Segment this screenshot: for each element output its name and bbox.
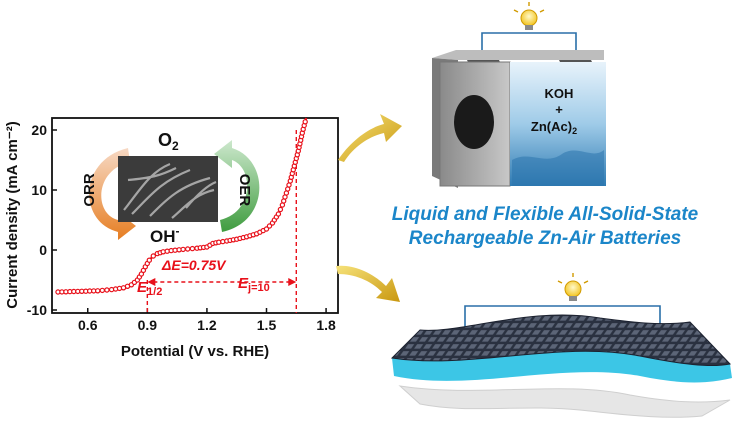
y-tick-label: 0 — [39, 242, 47, 258]
y-axis-title: Current density (mA cm⁻²) — [4, 121, 21, 308]
series-point — [104, 287, 110, 293]
orr-label: ORR — [81, 173, 98, 207]
lightbulb-icon — [520, 9, 538, 27]
flex-lightbulb-rays-icon — [557, 273, 589, 284]
flex-lightbulb-icon — [564, 280, 582, 298]
lsv-chart: 0.6 0.9 1.2 1.5 1.8 -10 0 10 20 Potential (V vs… — [4, 117, 339, 360]
x-tick-label: 0.9 — [138, 317, 158, 333]
oer-label: OER — [236, 174, 253, 207]
cell-electrolyte-line-2: + — [555, 102, 563, 117]
oh-label: OH- — [150, 224, 180, 246]
series-point — [146, 257, 152, 263]
flex-mesh-electrode — [390, 314, 731, 367]
plot-frame — [51, 117, 339, 314]
gold-arrow-upper — [338, 114, 402, 162]
series-point — [150, 253, 156, 259]
headline: Liquid and Flexible All-Solid-State Rech… — [355, 203, 735, 251]
x-axis-ticks: 0.6 0.9 1.2 1.5 1.8 — [78, 308, 336, 333]
y-tick-label: -10 — [27, 302, 47, 318]
delta-e-arrowhead-right — [288, 278, 297, 286]
lightbulb-base-icon — [525, 25, 533, 30]
sem-fiber-texture — [123, 162, 217, 219]
series-point — [94, 288, 101, 294]
y-tick-label: 20 — [31, 122, 47, 138]
liquid-battery-cell: KOH + Zn(Ac)2 — [432, 2, 606, 188]
lightbulb-rays-icon — [513, 2, 545, 13]
e-j10-label: Ej=10 — [238, 275, 270, 294]
headline-line-1: Liquid and Flexible All-Solid-State — [391, 204, 699, 225]
series-point — [99, 287, 106, 294]
oer-curved-arrow — [214, 140, 260, 232]
series-point — [184, 246, 191, 252]
y-axis-ticks: -10 0 10 20 — [27, 122, 57, 318]
series-point — [275, 211, 282, 217]
cell-electrolyte-line-3: Zn(Ac)2 — [531, 119, 577, 136]
air-window-opening — [454, 95, 494, 149]
series-point — [189, 245, 196, 252]
o2-label: O2 — [158, 130, 179, 153]
x-axis-title: Potential (V vs. RHE) — [121, 343, 269, 360]
series-point — [277, 206, 284, 213]
series-point — [263, 226, 270, 232]
delta-e-label: ΔE=0.75V — [161, 257, 227, 273]
series-point — [302, 119, 308, 125]
x-tick-label: 1.8 — [316, 317, 336, 333]
flexible-solid-state-battery — [390, 273, 732, 418]
e-half-label: E1/2 — [137, 279, 162, 298]
series-point — [266, 223, 273, 229]
x-tick-label: 0.6 — [78, 317, 98, 333]
cell-electrolyte-line-1: KOH — [545, 86, 574, 101]
flex-bottom-sheet — [398, 385, 731, 418]
electrolyte-wave-texture — [512, 150, 604, 186]
flex-lightbulb-base-icon — [569, 296, 577, 301]
cell-circuit-wire — [481, 32, 577, 57]
lsv-series — [55, 117, 308, 295]
gold-arrow-lower — [336, 265, 400, 302]
orr-oer-cycle-inset: ORR OER O2 OH- — [81, 130, 260, 246]
headline-line-2: Rechargeable Zn-Air Batteries — [408, 228, 682, 249]
x-tick-label: 1.2 — [197, 317, 217, 333]
flex-circuit-wire — [464, 305, 661, 331]
y-tick-label: 10 — [31, 182, 47, 198]
series-point — [180, 246, 186, 253]
delta-e-arrowhead-left — [147, 278, 156, 286]
x-tick-label: 1.5 — [257, 317, 277, 333]
cell-top-rim — [432, 50, 604, 60]
